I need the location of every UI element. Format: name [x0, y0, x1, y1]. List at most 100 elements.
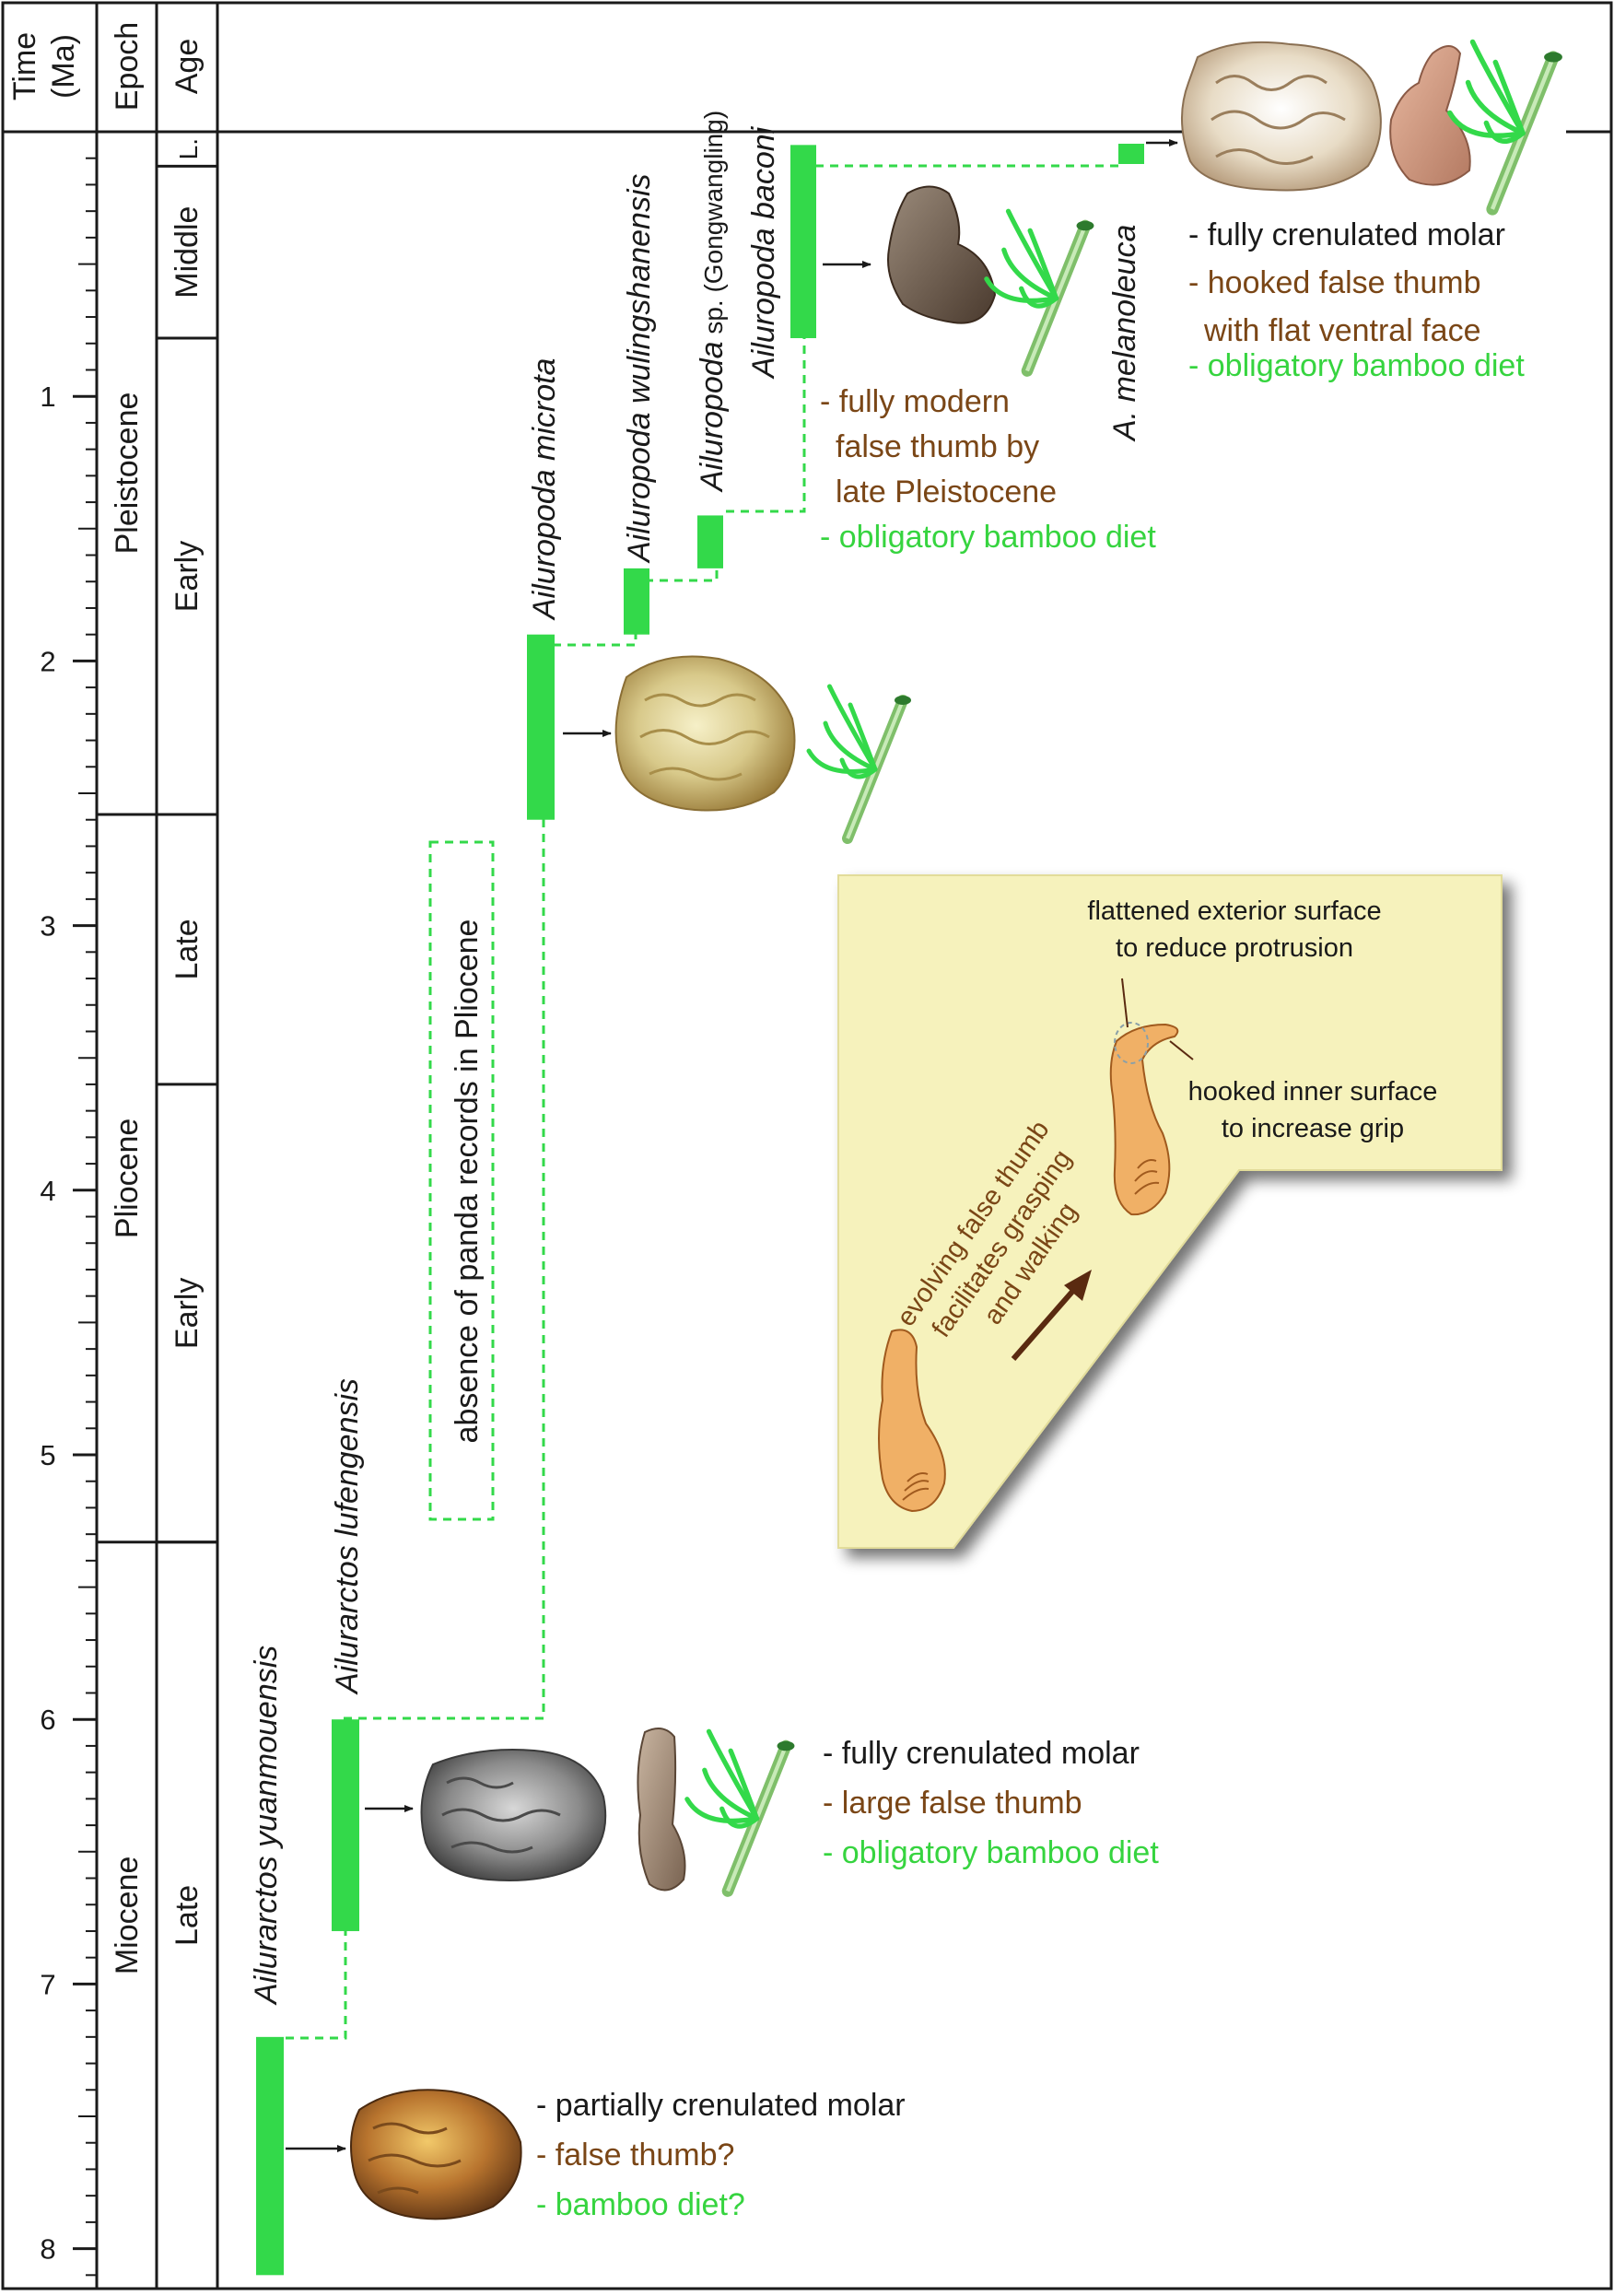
bamboo-leaf [728, 1748, 760, 1822]
epoch-label: Pleistocene [110, 392, 145, 555]
bamboo-leaf [702, 1767, 760, 1822]
traits-yuanmouensis: - partially crenulated molar - false thu… [536, 2088, 906, 2222]
ancestral-false-thumb-drawing [878, 1329, 946, 1513]
time-tick-label: 2 [40, 645, 55, 677]
bamboo-leaf [1465, 79, 1526, 136]
bamboo-node [1076, 220, 1094, 231]
bamboo-node [777, 1740, 795, 1751]
taxon-name-microta: Ailuropoda microta [527, 358, 562, 621]
trait-yuanmouensis-1: - partially crenulated molar [536, 2088, 906, 2123]
molar-image-microta [614, 655, 796, 812]
time-tick-label: 1 [40, 381, 55, 413]
traits-lufengensis: - fully crenulated molar - large false t… [823, 1736, 1159, 1870]
trait-melanoleuca-4: - obligatory bamboo diet [1188, 348, 1525, 383]
modern-false-thumb-drawing [1109, 978, 1194, 1216]
bamboo-node [895, 696, 911, 705]
column-headers: Time (Ma) Epoch Age [7, 22, 205, 111]
taxon-names: Ailurarctos yuanmouensis Ailurarctos luf… [249, 111, 1142, 2006]
connector-microta-wulingshanensis [553, 633, 637, 647]
bamboo-leaf [1447, 110, 1526, 138]
time-tick-label: 7 [40, 1968, 55, 2000]
range-bar-microta [527, 634, 555, 820]
trait-baconi-1: - fully modern [820, 384, 1010, 419]
epoch-label: Miocene [110, 1857, 145, 1975]
taxon-name-gongwangling: Ailuropoda sp. (Gongwangling) [695, 111, 730, 493]
bamboo-icon-baconi [984, 208, 1094, 377]
age-label: Middle [170, 206, 205, 299]
pliocene-gap-box [428, 840, 495, 1521]
connector-yuanmouensis-lufengensis [286, 1918, 347, 2040]
bamboo-leaf [823, 720, 878, 772]
bamboo-leaf [984, 276, 1059, 303]
time-axis-ticks [73, 157, 97, 2277]
age-label: Late [170, 1885, 205, 1946]
trait-lufengensis-1: - fully crenulated molar [823, 1736, 1140, 1771]
pliocene-gap-label: absence of panda records in Pliocene [450, 920, 485, 1444]
bamboo-leaf [1027, 228, 1059, 301]
molar-image-lufengensis [420, 1749, 607, 1881]
range-bar-baconi [790, 145, 816, 339]
time-tick-label: 8 [40, 2233, 55, 2266]
trait-melanoleuca-3: with flat ventral face [1203, 313, 1480, 348]
range-bar-melanoleuca [1118, 144, 1144, 164]
trait-baconi-2: false thumb by [836, 429, 1039, 464]
trait-melanoleuca-2: - hooked false thumb [1188, 265, 1481, 300]
inset-top-label-2: to reduce protrusion [1116, 933, 1353, 963]
molar-image-yuanmouensis [350, 2089, 522, 2220]
taxon-name-melanoleuca: A. melanoleuca [1107, 225, 1142, 442]
bamboo-leaf [684, 1797, 760, 1823]
bamboo-icon-lufengensis [684, 1728, 795, 1897]
time-tick-label: 5 [40, 1439, 55, 1471]
bamboo-leaf [848, 702, 878, 772]
bamboo-icon-microta [806, 684, 911, 844]
phylogeny-connectors [286, 164, 1121, 2040]
evolution-arrow [1011, 1270, 1092, 1361]
inset-panel [837, 874, 1503, 1549]
false-thumb-image-lufengensis [637, 1728, 686, 1892]
range-bar-gongwangling [697, 515, 723, 568]
age-label: L. [174, 138, 203, 159]
bamboo-leaf [1001, 247, 1059, 301]
taxon-name-baconi: Ailuropoda baconi [746, 125, 781, 380]
range-bar-lufengensis [332, 1719, 359, 1931]
inset-side-label-1: hooked inner surface [1188, 1077, 1438, 1107]
trait-yuanmouensis-2: - false thumb? [536, 2138, 734, 2173]
time-tick-label: 4 [40, 1175, 55, 1207]
bamboo-leaf [806, 748, 878, 774]
bamboo-icon-melanoleuca [1447, 39, 1562, 216]
time-tick-label: 6 [40, 1704, 55, 1736]
false-thumb-inset: flattened exterior surface to reduce pro… [837, 874, 1503, 1549]
trait-melanoleuca-1: - fully crenulated molar [1188, 217, 1505, 252]
false-thumb-image-melanoleuca [1389, 45, 1471, 186]
taxon-name-yuanmouensis: Ailurarctos yuanmouensis [249, 1646, 284, 2006]
taxon-range-bars [256, 144, 1144, 2276]
trait-lufengensis-3: - obligatory bamboo diet [823, 1835, 1159, 1870]
connector-lufengensis-microta [344, 818, 545, 1720]
inset-side-label-2: to increase grip [1222, 1114, 1404, 1143]
age-label: Early [170, 541, 205, 612]
header-epoch: Epoch [110, 22, 145, 111]
trait-lufengensis-2: - large false thumb [823, 1786, 1082, 1821]
range-bar-yuanmouensis [256, 2036, 284, 2276]
trait-baconi-4: - obligatory bamboo diet [820, 520, 1156, 555]
traits-baconi: - fully modern false thumb by late Pleis… [820, 384, 1156, 555]
taxon-name-gongwangling-suffix: sp. (Gongwangling) [699, 111, 728, 342]
range-bar-wulingshanensis [624, 568, 649, 635]
bamboo-node [1544, 52, 1562, 63]
age-label: Early [170, 1278, 205, 1349]
false-thumb-image-baconi [887, 185, 997, 324]
inset-top-label-1: flattened exterior surface [1087, 896, 1381, 926]
header-age: Age [170, 39, 205, 95]
taxon-name-wulingshanensis: Ailuropoda wulingshanensis [622, 174, 657, 565]
bamboo-leaf [1492, 59, 1526, 136]
header-time: Time [7, 32, 42, 100]
epoch-label: Pliocene [110, 1119, 145, 1238]
trait-yuanmouensis-3: - bamboo diet? [536, 2187, 745, 2222]
trait-baconi-3: late Pleistocene [836, 474, 1057, 510]
